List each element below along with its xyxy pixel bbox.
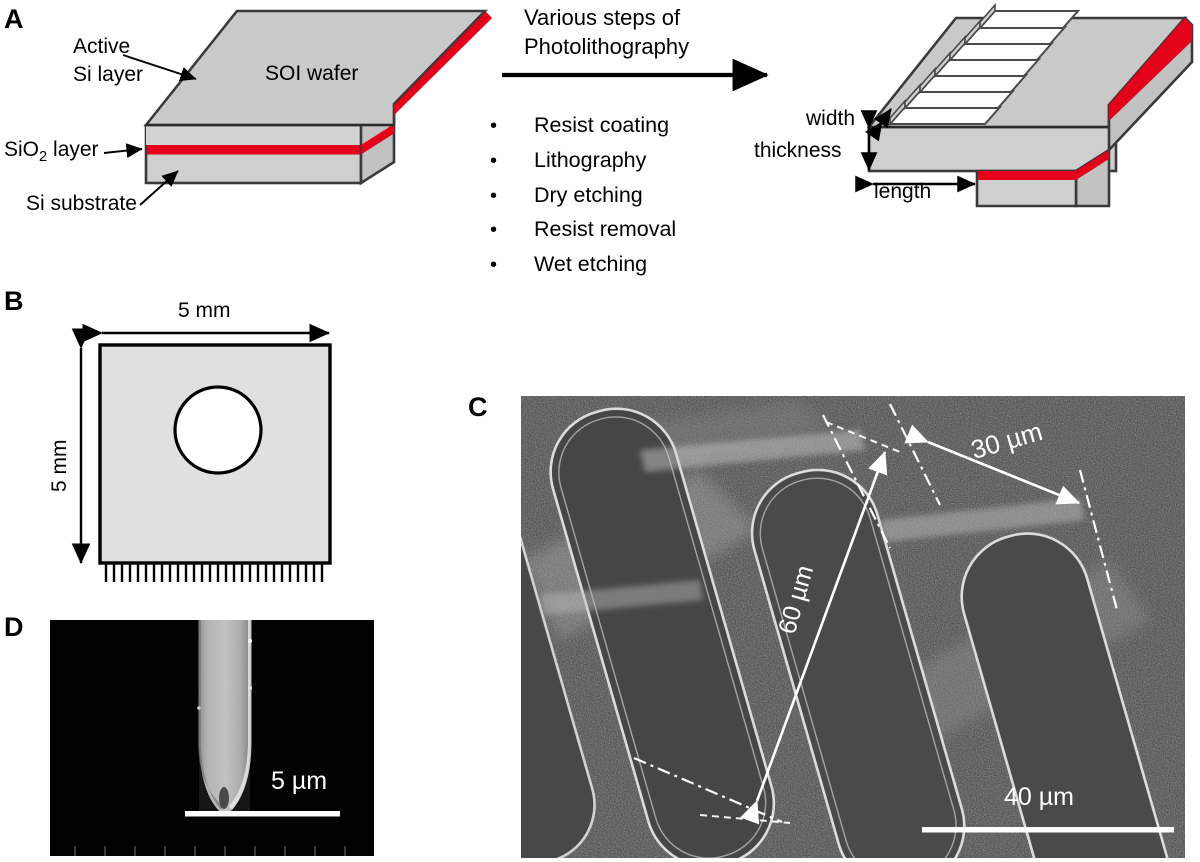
active-si-layer-label-line1: Active [73, 35, 131, 58]
panel-c-sem-image [521, 396, 1185, 858]
panel-letter-b: B [4, 286, 24, 316]
chip-height-label: 5 mm [48, 439, 71, 493]
step-item-3: • Resist removal [490, 212, 676, 247]
cantilever-beams [887, 2, 1081, 127]
width-arrow [864, 108, 892, 142]
panel-a-soi-wafer [143, 9, 492, 186]
panel-letter-c: C [468, 392, 488, 422]
thickness-label: thickness [754, 139, 842, 162]
step-bullet-1: • [490, 149, 498, 172]
active-si-arrow [122, 54, 197, 82]
step-item-0: • Resist coating [490, 108, 676, 143]
step-item-4: • Wet etching [490, 247, 676, 282]
pitch-30um-arrow [904, 424, 1080, 505]
panel-a-callout-arrows [103, 54, 197, 206]
step-item-2: • Dry etching [490, 178, 676, 213]
sio2-layer-label: SiO2 layer [4, 138, 99, 167]
soi-wafer-label: SOI wafer [265, 62, 359, 85]
step-label-1: Lithography [534, 147, 647, 172]
step-label-0: Resist coating [534, 113, 670, 137]
cantilever-tip [199, 620, 250, 816]
length-label: length [874, 180, 932, 203]
length-60um-arrow [740, 451, 888, 825]
step-bullet-4: • [490, 254, 498, 277]
sio2-subscript: 2 [39, 149, 48, 166]
photolithography-step-list: • Resist coating • Lithography • Dry etc… [490, 108, 676, 282]
panel-a-cantilever-wafer [855, 2, 1194, 208]
step-label-4: Wet etching [534, 252, 648, 277]
process-title-line1: Various steps of [524, 5, 681, 30]
width-label: width [806, 107, 856, 130]
chip-width-label: 5 mm [178, 299, 231, 322]
step-item-1: • Lithography [490, 143, 676, 178]
scale-bar-5um [185, 811, 340, 817]
step-bullet-0: • [490, 115, 498, 137]
step-bullet-3: • [490, 219, 498, 242]
sio2-text-pre: SiO [4, 138, 40, 161]
panel-letter-a: A [4, 4, 24, 34]
panel-d-sem-image [50, 620, 374, 856]
sio2-text-post: layer [47, 138, 99, 161]
si-substrate-label: Si substrate [26, 192, 137, 215]
comb-teeth [104, 564, 324, 582]
step-label-2: Dry etching [534, 182, 643, 207]
sio2-arrow [103, 143, 143, 159]
scale-bar-40um [922, 827, 1174, 833]
step-label-3: Resist removal [534, 217, 677, 242]
active-si-layer-label-line2: Si layer [73, 63, 144, 86]
dimension-arrows [855, 108, 976, 193]
bottom-ticks [74, 846, 346, 856]
panel-letter-d: D [4, 612, 24, 642]
process-title-line2: Photolithography [524, 34, 690, 59]
step-bullet-2: • [490, 184, 498, 207]
scale-bar-5um-label: 5 µm [271, 767, 328, 795]
scale-bar-40um-label: 40 µm [1004, 783, 1074, 811]
panel-b-chip [71, 323, 332, 582]
si-substrate-arrow [139, 170, 179, 206]
